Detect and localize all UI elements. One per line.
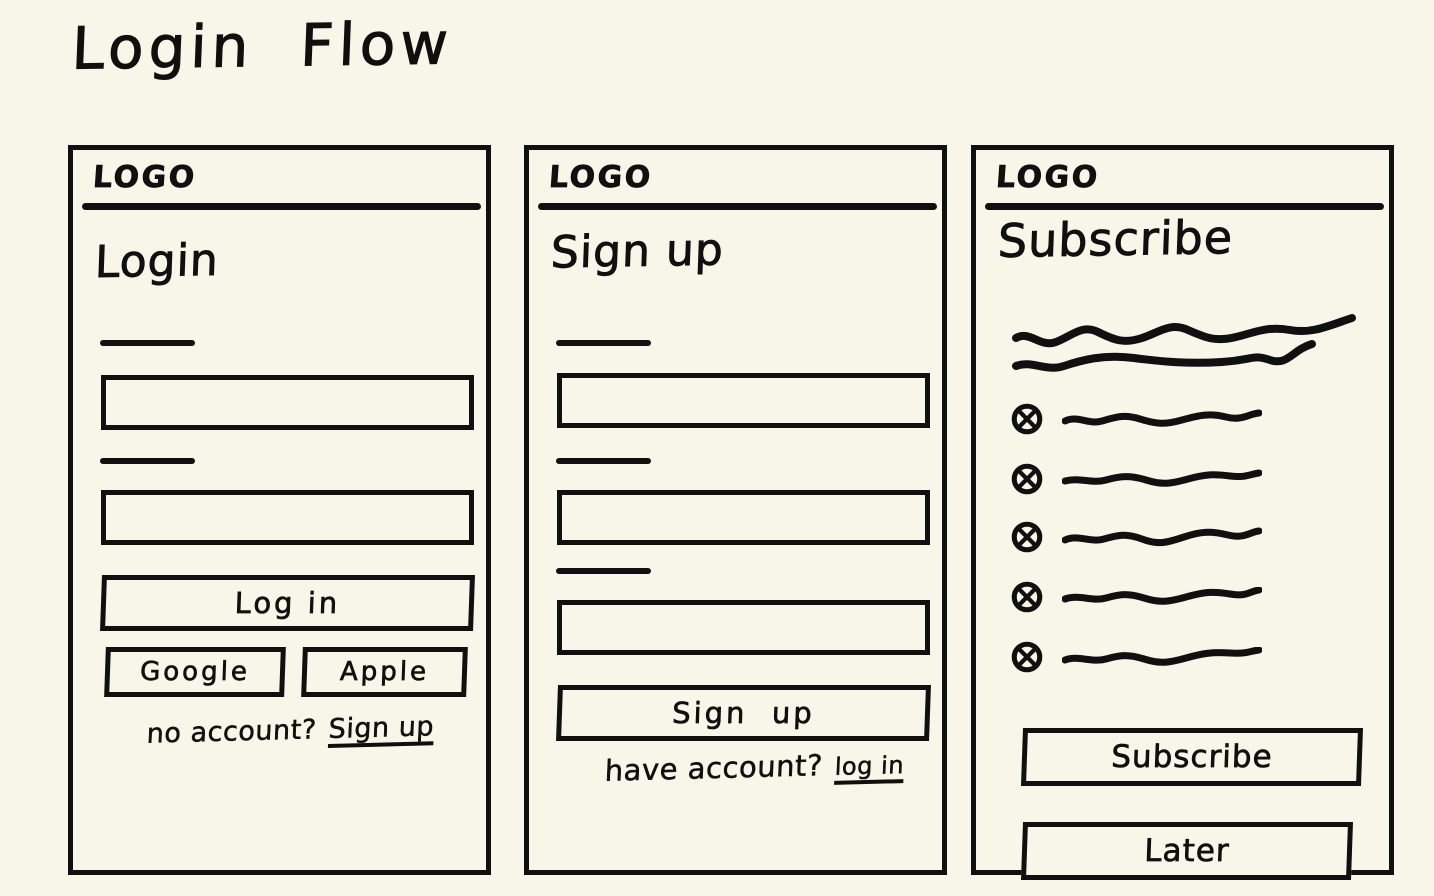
logo-text: LOGO (91, 160, 198, 196)
list-item (1010, 462, 1262, 496)
signup-link[interactable]: Sign up (327, 711, 435, 745)
google-signin-button[interactable]: Google (104, 647, 286, 697)
header-divider (82, 203, 481, 210)
field-label-line-2 (100, 458, 195, 464)
list-item (1010, 520, 1262, 554)
list-item (1010, 640, 1262, 674)
field-label-line-1 (556, 340, 651, 346)
item-placeholder-line (1062, 587, 1262, 605)
item-placeholder-line (1062, 409, 1262, 427)
item-placeholder-line (1062, 527, 1262, 547)
screen-signup: LOGO Sign up Sign up have account? log i… (524, 145, 947, 875)
apple-signin-button[interactable]: Apple (301, 647, 468, 697)
login-link[interactable]: log in (834, 751, 905, 781)
field-label-line-1 (100, 340, 195, 346)
circle-x-icon (1011, 463, 1043, 495)
logo-text: LOGO (547, 160, 654, 196)
screen-subscribe: LOGO Subscribe (971, 145, 1394, 880)
item-placeholder-line (1062, 647, 1262, 666)
screen-login: LOGO Login Log in Google Apple no accoun… (68, 145, 491, 875)
screen-title-signup: Sign up (550, 224, 726, 279)
list-item (1010, 402, 1262, 436)
item-placeholder-line (1062, 469, 1262, 487)
login-prompt-text: have account? (604, 748, 824, 788)
header-divider (538, 203, 937, 210)
signup-prompt: no account? Sign up (146, 711, 435, 750)
logo-text: LOGO (994, 160, 1101, 196)
input-field-1[interactable] (557, 373, 930, 428)
field-label-line-3 (556, 568, 651, 574)
header-divider (985, 203, 1384, 210)
screen-title-login: Login (94, 234, 220, 289)
list-item (1010, 580, 1262, 614)
login-button[interactable]: Log in (100, 575, 475, 631)
circle-x-icon (1011, 581, 1043, 613)
signup-prompt-text: no account? (146, 714, 318, 750)
field-label-line-2 (556, 458, 651, 464)
page-title: Login Flow (70, 9, 455, 83)
input-field-2[interactable] (557, 490, 930, 545)
input-field-3[interactable] (557, 600, 930, 655)
input-field-2[interactable] (101, 490, 474, 545)
screen-title-subscribe: Subscribe (996, 209, 1235, 269)
signup-button[interactable]: Sign up (556, 685, 931, 741)
circle-x-icon (1011, 403, 1043, 435)
login-prompt: have account? log in (604, 746, 905, 788)
input-field-1[interactable] (101, 375, 474, 430)
circle-x-icon (1011, 641, 1043, 673)
later-button[interactable]: Later (1020, 822, 1354, 880)
circle-x-icon (1011, 521, 1043, 553)
description-placeholder-lines (1012, 310, 1360, 376)
subscribe-button[interactable]: Subscribe (1020, 728, 1364, 786)
